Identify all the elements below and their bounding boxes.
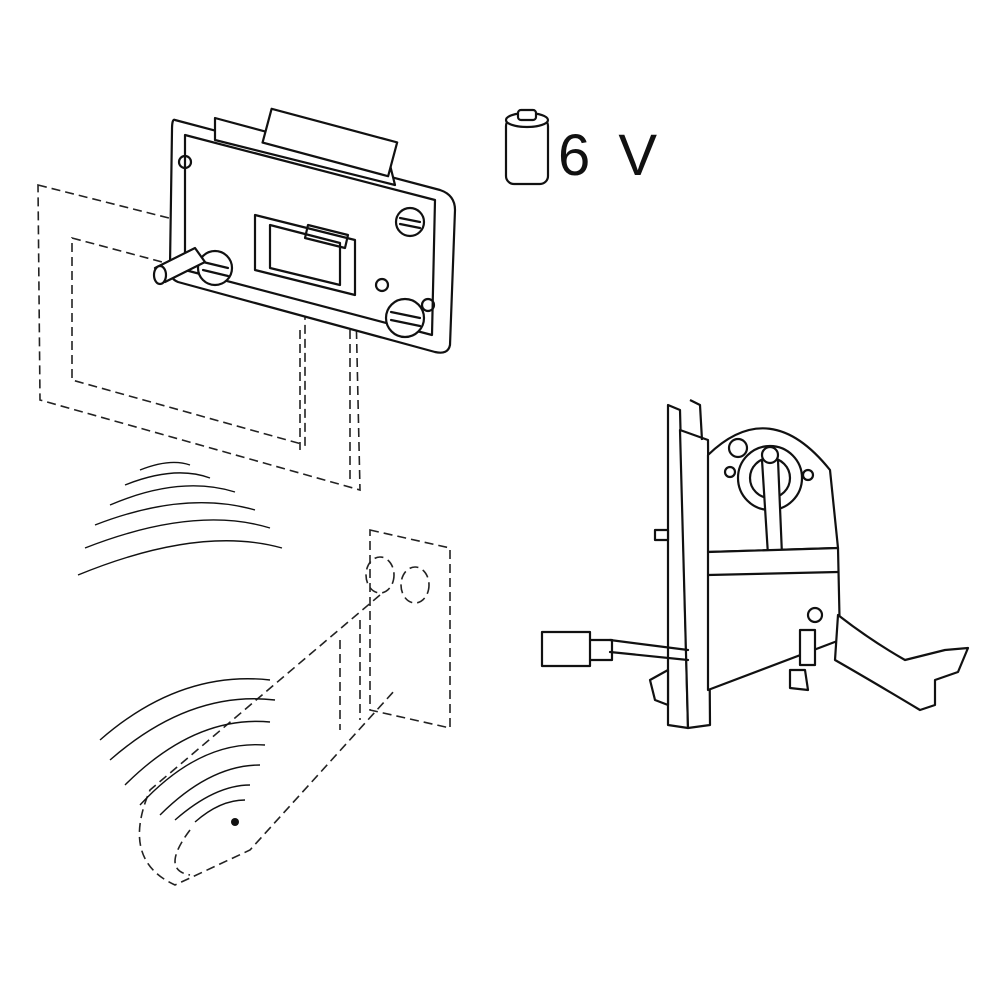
wireless-waves-lower	[99, 678, 276, 823]
dashed-fixture-outline	[138, 529, 451, 886]
battery-voltage-label: 6 V	[558, 123, 664, 188]
control-plate	[152, 107, 457, 354]
flush-valve-assembly	[540, 399, 970, 730]
battery-icon	[504, 108, 550, 186]
wireless-waves-upper	[77, 461, 283, 576]
